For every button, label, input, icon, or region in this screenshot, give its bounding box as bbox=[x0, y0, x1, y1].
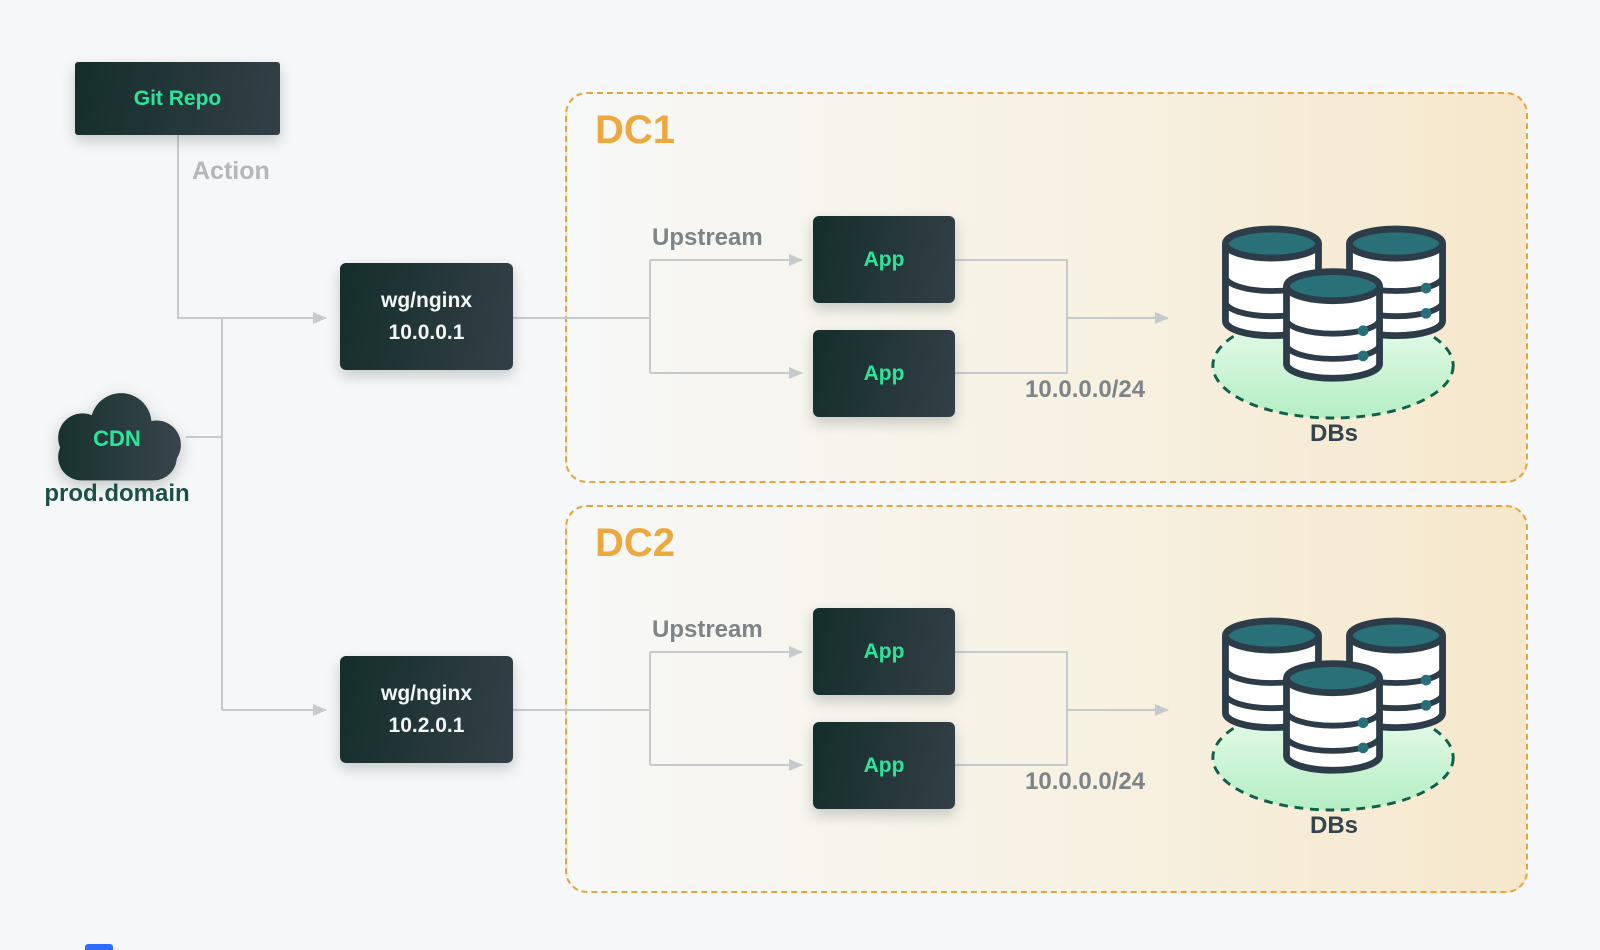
dc2-app2-node: App bbox=[813, 722, 955, 809]
dc1-app1-label: App bbox=[863, 247, 905, 271]
dc2-title: DC2 bbox=[595, 521, 676, 565]
dc2-database-cluster-icon bbox=[1208, 612, 1460, 818]
cdn-label: CDN bbox=[93, 426, 141, 451]
dc1-upstream-label: Upstream bbox=[652, 224, 763, 251]
dc2-upstream-label: Upstream bbox=[652, 616, 763, 643]
dc1-subnet-label: 10.0.0.0/24 bbox=[1025, 376, 1146, 403]
dc1-dbs-label: DBs bbox=[1309, 420, 1358, 447]
nginx-dc1-ip: 10.0.0.1 bbox=[388, 320, 465, 344]
dc2-subnet-label: 10.0.0.0/24 bbox=[1025, 768, 1146, 795]
dc1-app2-label: App bbox=[863, 361, 905, 385]
nginx-dc1-name: wg/nginx bbox=[381, 289, 472, 312]
nginx-dc2-node: wg/nginx 10.2.0.1 bbox=[340, 656, 513, 763]
cdn-node: CDN bbox=[46, 383, 188, 483]
nginx-dc2-ip: 10.2.0.1 bbox=[388, 713, 465, 737]
git-repo-node: Git Repo bbox=[75, 62, 280, 135]
nginx-dc2-name: wg/nginx bbox=[381, 682, 472, 705]
dc1-database-cluster-icon bbox=[1208, 220, 1460, 426]
dc1-app1-node: App bbox=[813, 216, 955, 303]
dc2-app1-node: App bbox=[813, 608, 955, 695]
dc2-app1-label: App bbox=[863, 639, 905, 663]
cropped-edge-artifact bbox=[85, 944, 113, 950]
dc2-app2-label: App bbox=[863, 753, 905, 777]
action-label: Action bbox=[192, 157, 270, 185]
dc1-title: DC1 bbox=[595, 108, 676, 152]
git-repo-label: Git Repo bbox=[133, 86, 222, 110]
nginx-dc1-node: wg/nginx 10.0.0.1 bbox=[340, 263, 513, 370]
cloud-icon bbox=[58, 393, 181, 481]
dc1-app2-node: App bbox=[813, 330, 955, 417]
cdn-domain-label: prod.domain bbox=[44, 480, 190, 507]
dc2-dbs-label: DBs bbox=[1309, 812, 1358, 839]
